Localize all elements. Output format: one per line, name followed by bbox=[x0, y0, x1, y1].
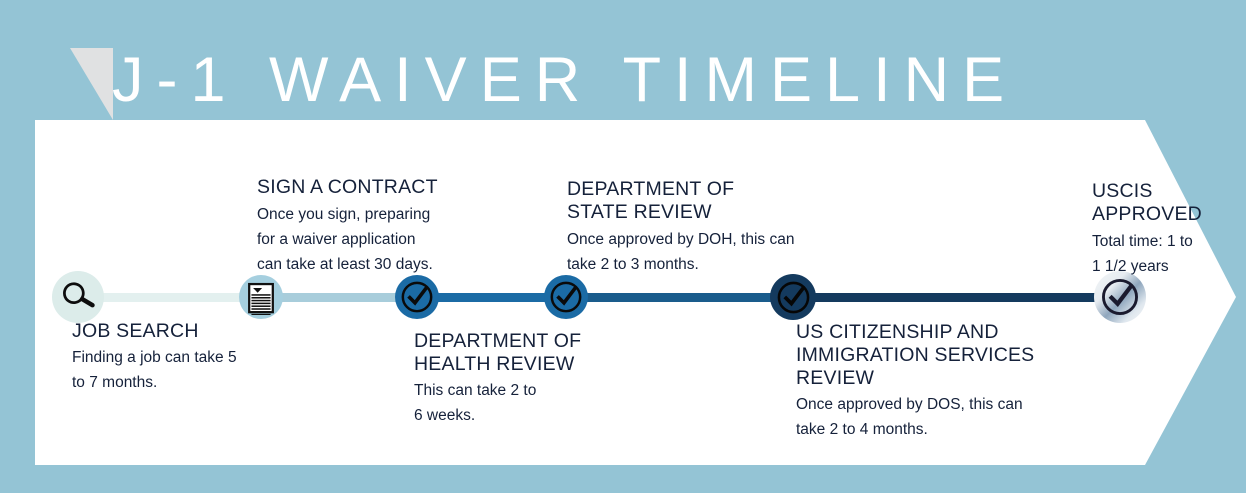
timeline-node-job-search[interactable] bbox=[52, 271, 104, 323]
timeline-node-us-citizenship-and-immigration-services-review[interactable] bbox=[770, 274, 816, 320]
content-arrow-panel bbox=[35, 120, 1236, 465]
step-heading: DEPARTMENT OF HEALTH REVIEW bbox=[414, 330, 582, 375]
header-band bbox=[0, 0, 1246, 120]
step-heading: USCIS APPROVED bbox=[1092, 180, 1202, 225]
timeline-step-uscis-approved: USCIS APPROVED Total time: 1 to 1 1/2 yea… bbox=[1092, 180, 1202, 279]
magnifier-icon bbox=[57, 276, 99, 318]
step-description: Total time: 1 to 1 1/2 years bbox=[1092, 233, 1193, 275]
timeline-step-sign-a-contract: SIGN A CONTRACT Once you sign, preparing … bbox=[257, 176, 438, 277]
check-circle-icon bbox=[399, 279, 435, 315]
step-description: Finding a job can take 5 to 7 months. bbox=[72, 349, 237, 391]
step-description: Once approved by DOS, this can take 2 to… bbox=[796, 396, 1023, 438]
step-heading: JOB SEARCH bbox=[72, 320, 199, 342]
timeline-node-sign-a-contract[interactable] bbox=[239, 275, 283, 319]
corner-fold-decoration bbox=[70, 48, 113, 120]
check-circle-icon bbox=[775, 279, 812, 316]
timeline-step-department-of-state-review: DEPARTMENT OF STATE REVIEW Once approved … bbox=[567, 178, 794, 277]
timeline-step-department-of-health-review: DEPARTMENT OF HEALTH REVIEW This can take… bbox=[414, 330, 581, 428]
check-circle-icon bbox=[548, 279, 584, 315]
timeline-step-job-search: JOB SEARCH Finding a job can take 5 to 7 … bbox=[72, 320, 237, 395]
check-circle-icon bbox=[1099, 276, 1141, 318]
page-title: J-1 WAIVER TIMELINE bbox=[112, 45, 1018, 115]
step-description: Once you sign, preparing for a waiver ap… bbox=[257, 206, 433, 273]
step-description: This can take 2 to 6 weeks. bbox=[414, 382, 537, 424]
timeline-node-department-of-state-review[interactable] bbox=[544, 275, 588, 319]
contract-document-icon bbox=[243, 279, 279, 315]
timeline-node-department-of-health-review[interactable] bbox=[395, 275, 439, 319]
step-heading: US CITIZENSHIP AND IMMIGRATION SERVICES … bbox=[796, 321, 1035, 389]
timeline-step-us-citizenship-and-immigration-services-review: US CITIZENSHIP AND IMMIGRATION SERVICES … bbox=[796, 321, 1034, 442]
timeline-node-uscis-approved[interactable] bbox=[1094, 271, 1146, 323]
step-heading: DEPARTMENT OF STATE REVIEW bbox=[567, 178, 735, 223]
step-heading: SIGN A CONTRACT bbox=[257, 176, 438, 198]
step-description: Once approved by DOH, this can take 2 to… bbox=[567, 231, 795, 273]
